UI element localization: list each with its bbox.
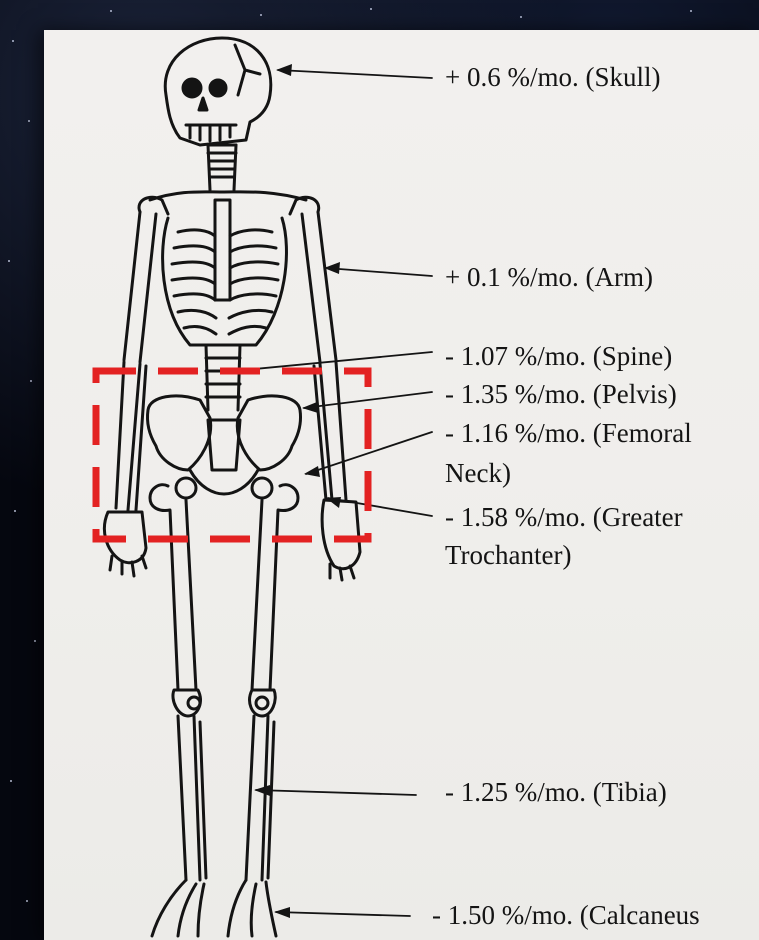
- femoral-neck-label-line2: Neck): [445, 458, 511, 489]
- skull: [165, 38, 271, 145]
- arm-label: + 0.1 %/mo. (Arm): [445, 262, 653, 293]
- femurs: [150, 485, 298, 690]
- spine-label: - 1.07 %/mo. (Spine): [445, 341, 672, 372]
- skull-label: + 0.6 %/mo. (Skull): [445, 62, 660, 93]
- pelvis: [147, 396, 300, 498]
- calcaneus-pointer: [276, 912, 410, 916]
- greater-trochanter-label-line1: - 1.58 %/mo. (Greater: [445, 502, 683, 533]
- knees: [173, 690, 275, 716]
- greater-trochanter-pointer: [328, 498, 432, 516]
- pelvis-label: - 1.35 %/mo. (Pelvis): [445, 379, 677, 410]
- lumbar-spine: [206, 345, 240, 410]
- spine-pointer: [244, 352, 432, 370]
- right-arm-bones: [104, 212, 156, 576]
- arm-pointer: [326, 268, 432, 276]
- feet: [152, 880, 276, 936]
- calcaneus-label: - 1.50 %/mo. (Calcaneus: [432, 900, 700, 931]
- skull-pointer: [278, 70, 432, 78]
- femoral-neck-label-line1: - 1.16 %/mo. (Femoral: [445, 418, 692, 449]
- rib-cage: [163, 200, 287, 345]
- greater-trochanter-label-line2: Trochanter): [445, 540, 571, 571]
- tibia-pointer: [256, 790, 416, 795]
- tibia-label: - 1.25 %/mo. (Tibia): [445, 777, 667, 808]
- cervical-spine: [208, 145, 236, 190]
- lower-leg-bones: [178, 716, 274, 880]
